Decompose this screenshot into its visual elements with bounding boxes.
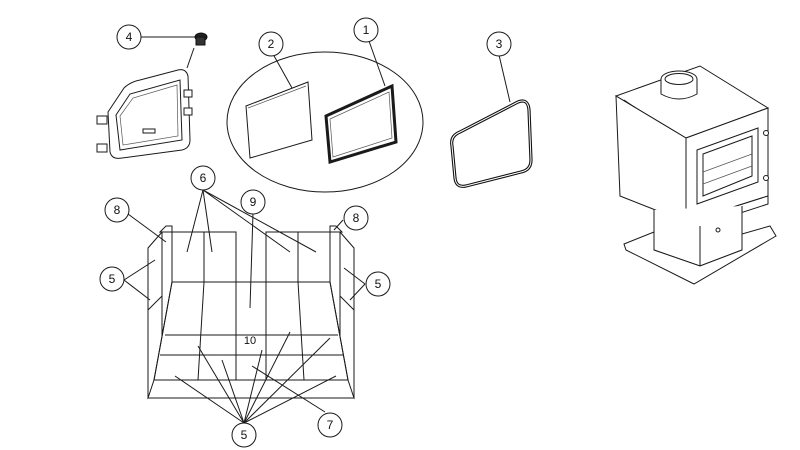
floor-label: 10 [244, 335, 256, 347]
callout-3: 3 [486, 31, 512, 57]
svg-text:3: 3 [496, 37, 503, 51]
firebrick-liner [147, 225, 355, 400]
callout-5-bottom: 5 [231, 422, 257, 448]
svg-text:5: 5 [375, 277, 382, 291]
door-gasket-rope [450, 99, 533, 188]
svg-text:5: 5 [109, 272, 116, 286]
svg-text:6: 6 [200, 171, 207, 185]
group-ellipse [226, 51, 424, 193]
leader-lines [123, 36, 511, 424]
svg-text:8: 8 [353, 211, 360, 225]
svg-text:2: 2 [268, 37, 275, 51]
glass-gasket [324, 83, 398, 164]
callout-7: 7 [317, 412, 343, 438]
svg-text:5: 5 [241, 428, 248, 442]
callout-4: 4 [116, 24, 142, 50]
callout-9: 9 [240, 189, 266, 215]
svg-text:4: 4 [126, 30, 133, 44]
svg-text:8: 8 [114, 203, 121, 217]
callout-5-left: 5 [99, 266, 125, 292]
stove-body [614, 65, 777, 285]
callout-8-right: 8 [343, 205, 369, 231]
door-handle-knob [186, 32, 208, 69]
callout-1: 1 [353, 17, 379, 43]
callout-8-left: 8 [104, 197, 130, 223]
svg-text:7: 7 [327, 418, 334, 432]
callout-2: 2 [258, 31, 284, 57]
callout-5-right: 5 [365, 271, 391, 297]
svg-text:9: 9 [250, 195, 257, 209]
glass-panel [245, 81, 313, 159]
callout-6: 6 [190, 165, 216, 191]
door-assembly [96, 32, 208, 159]
svg-text:1: 1 [363, 23, 370, 37]
